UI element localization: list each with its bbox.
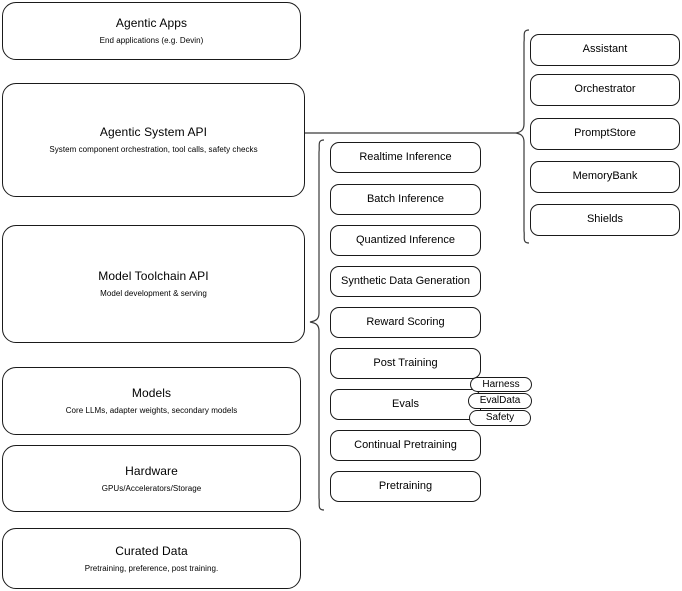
chip-label: Synthetic Data Generation xyxy=(340,274,471,287)
chip-label: Post Training xyxy=(373,356,438,369)
layer-card-agentic-apps[interactable]: Agentic Apps End applications (e.g. Devi… xyxy=(2,2,301,60)
eval-pill-evaldata[interactable]: EvalData xyxy=(468,393,532,409)
layer-subtitle: GPUs/Accelerators/Storage xyxy=(101,483,202,493)
eval-pill-safety[interactable]: Safety xyxy=(469,410,531,426)
layer-title: Agentic Apps xyxy=(115,16,188,30)
chip-label: Reward Scoring xyxy=(366,315,445,328)
system-chip-promptstore[interactable]: PromptStore xyxy=(530,118,680,150)
chip-label: Pretraining xyxy=(378,479,433,492)
toolchain-chip-evals[interactable]: Evals xyxy=(330,389,481,420)
chip-label: Batch Inference xyxy=(366,192,445,205)
layer-title: Models xyxy=(131,386,172,400)
layer-title: Hardware xyxy=(125,463,178,478)
chip-label: Continual Pretraining xyxy=(354,438,457,451)
layer-title: Agentic System API xyxy=(99,125,208,139)
bracket-system-components xyxy=(515,29,530,244)
toolchain-chip-synthetic-data-generation[interactable]: Synthetic Data Generation xyxy=(330,266,481,297)
eval-pill-harness[interactable]: Harness xyxy=(470,377,532,392)
toolchain-chip-post-training[interactable]: Post Training xyxy=(330,348,481,379)
chip-label: MemoryBank xyxy=(572,170,638,183)
system-chip-shields[interactable]: Shields xyxy=(530,204,680,236)
layer-subtitle: End applications (e.g. Devin) xyxy=(99,36,204,45)
bracket-toolchain-components xyxy=(309,139,325,511)
chip-label: Realtime Inference xyxy=(359,150,452,163)
layer-card-hardware[interactable]: Hardware GPUs/Accelerators/Storage xyxy=(2,445,301,512)
pill-label: EvalData xyxy=(479,395,521,406)
chip-label: Quantized Inference xyxy=(355,233,456,246)
toolchain-chip-reward-scoring[interactable]: Reward Scoring xyxy=(330,307,481,338)
chip-label: PromptStore xyxy=(574,127,636,140)
toolchain-chip-batch-inference[interactable]: Batch Inference xyxy=(330,184,481,215)
toolchain-chip-pretraining[interactable]: Pretraining xyxy=(330,471,481,502)
toolchain-chip-continual-pretraining[interactable]: Continual Pretraining xyxy=(330,430,481,461)
pill-label: Safety xyxy=(485,412,515,423)
layer-card-models[interactable]: Models Core LLMs, adapter weights, secon… xyxy=(2,367,301,435)
layer-card-agentic-system-api[interactable]: Agentic System API System component orch… xyxy=(2,83,305,197)
layer-subtitle: Model development & serving xyxy=(100,289,207,298)
system-chip-memorybank[interactable]: MemoryBank xyxy=(530,161,680,193)
system-chip-orchestrator[interactable]: Orchestrator xyxy=(530,74,680,106)
layer-card-model-toolchain-api[interactable]: Model Toolchain API Model development & … xyxy=(2,225,305,343)
chip-label: Shields xyxy=(586,213,624,226)
layer-subtitle: Pretraining, preference, post training. xyxy=(84,563,219,573)
toolchain-chip-realtime-inference[interactable]: Realtime Inference xyxy=(330,142,481,173)
layer-title: Model Toolchain API xyxy=(98,269,209,283)
chip-label: Evals xyxy=(392,397,419,410)
layer-title: Curated Data xyxy=(115,543,188,558)
pill-label: Harness xyxy=(482,378,520,390)
layer-subtitle: System component orchestration, tool cal… xyxy=(49,145,258,154)
toolchain-chip-quantized-inference[interactable]: Quantized Inference xyxy=(330,225,481,256)
layer-card-curated-data[interactable]: Curated Data Pretraining, preference, po… xyxy=(2,528,301,589)
layer-subtitle: Core LLMs, adapter weights, secondary mo… xyxy=(65,406,238,415)
system-chip-assistant[interactable]: Assistant xyxy=(530,34,680,66)
chip-label: Orchestrator xyxy=(574,83,636,96)
chip-label: Assistant xyxy=(582,43,628,56)
